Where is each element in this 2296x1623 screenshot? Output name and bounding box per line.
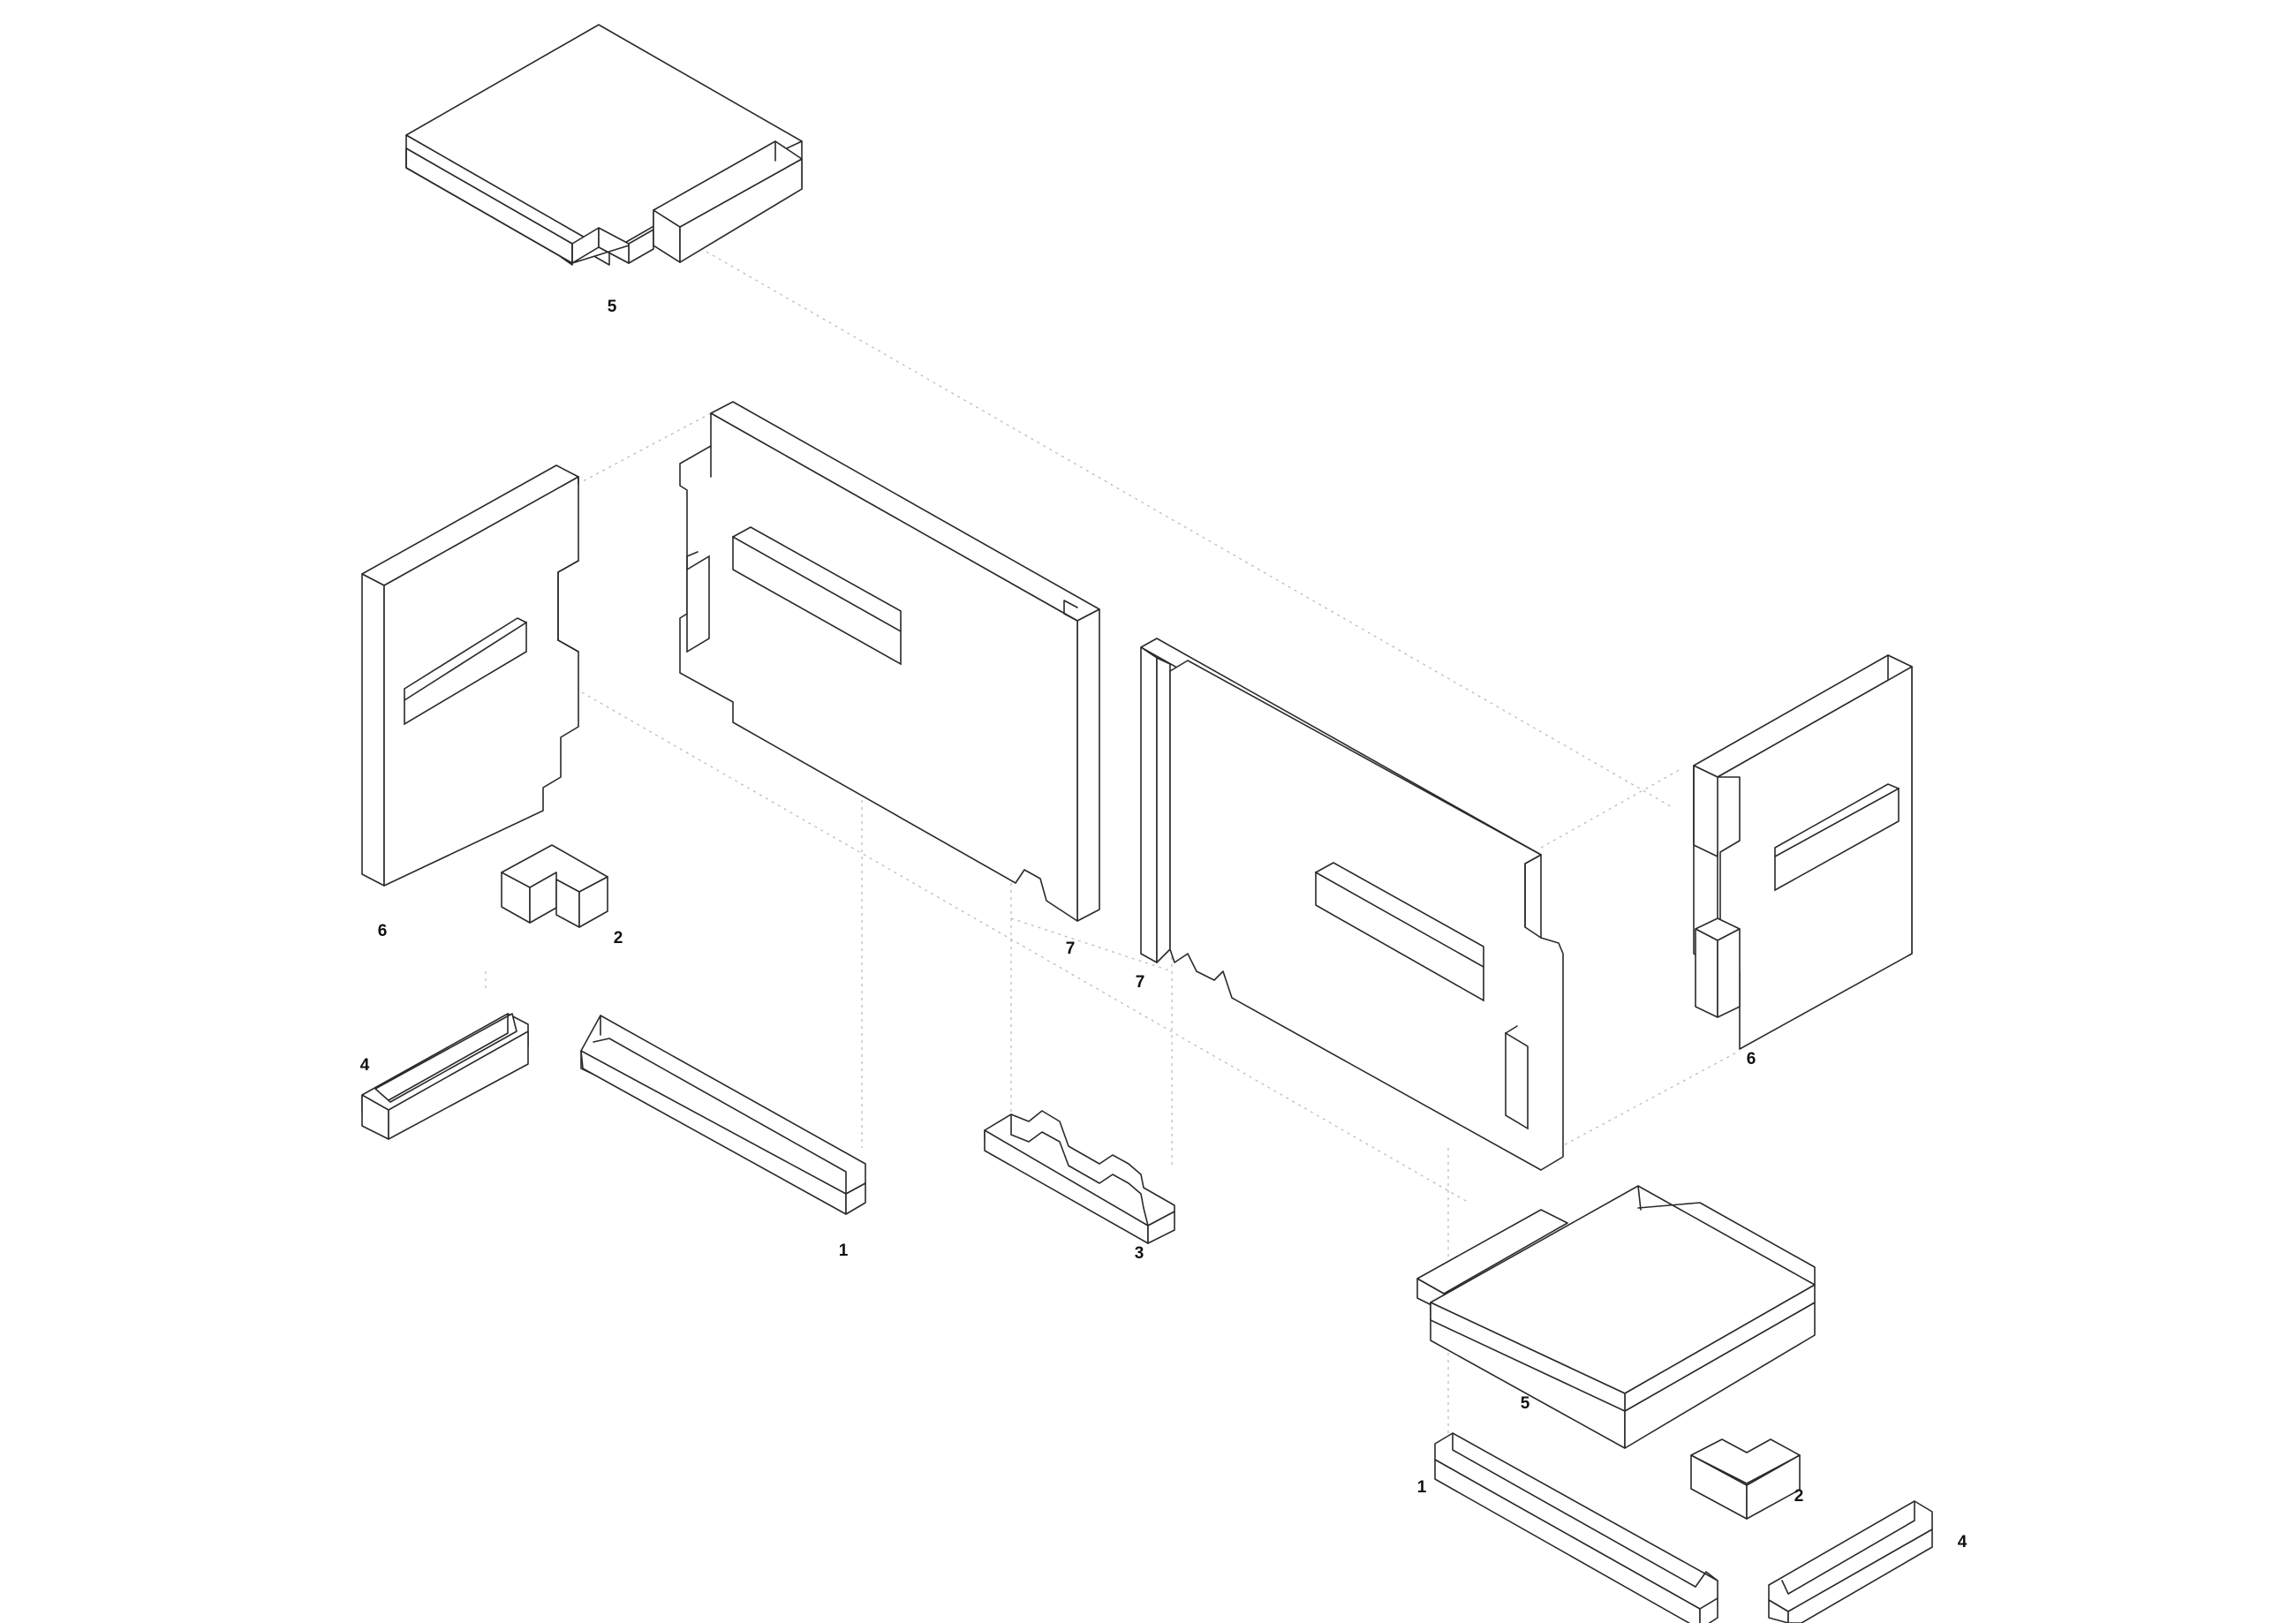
bottom-slab-part — [1416, 1185, 1816, 1449]
label-right-short-rail: 4 — [1958, 1533, 1967, 1551]
left-end-panel-part — [361, 464, 579, 887]
right-large-panel-part — [1140, 638, 1564, 1171]
label-left-long-rail: 1 — [839, 1242, 849, 1260]
label-left-corner-block: 2 — [614, 929, 623, 947]
top-slab-part — [405, 24, 803, 266]
right-corner-block-part — [1690, 1438, 1801, 1520]
label-right-end-panel: 6 — [1747, 1050, 1756, 1068]
right-end-panel-part — [1693, 654, 1913, 1050]
label-top-slab: 5 — [608, 298, 617, 316]
left-large-panel-part — [679, 401, 1100, 922]
label-right-corner-block: 2 — [1794, 1487, 1804, 1506]
label-left-short-rail: 4 — [360, 1056, 370, 1075]
label-left-end-panel: 6 — [378, 922, 388, 940]
left-long-rail-part — [580, 1015, 866, 1215]
right-short-rail-part — [1768, 1500, 1933, 1623]
label-joint-left: 7 — [1066, 940, 1076, 958]
left-corner-block-part — [501, 844, 608, 928]
label-connector-beam: 3 — [1135, 1244, 1144, 1263]
connector-beam-part — [984, 1110, 1175, 1244]
label-bottom-slab: 5 — [1521, 1394, 1530, 1413]
left-short-rail-part — [361, 1013, 529, 1140]
label-joint-right: 7 — [1136, 973, 1145, 992]
right-long-rail-part — [1434, 1432, 1718, 1623]
label-right-long-rail: 1 — [1417, 1478, 1427, 1497]
